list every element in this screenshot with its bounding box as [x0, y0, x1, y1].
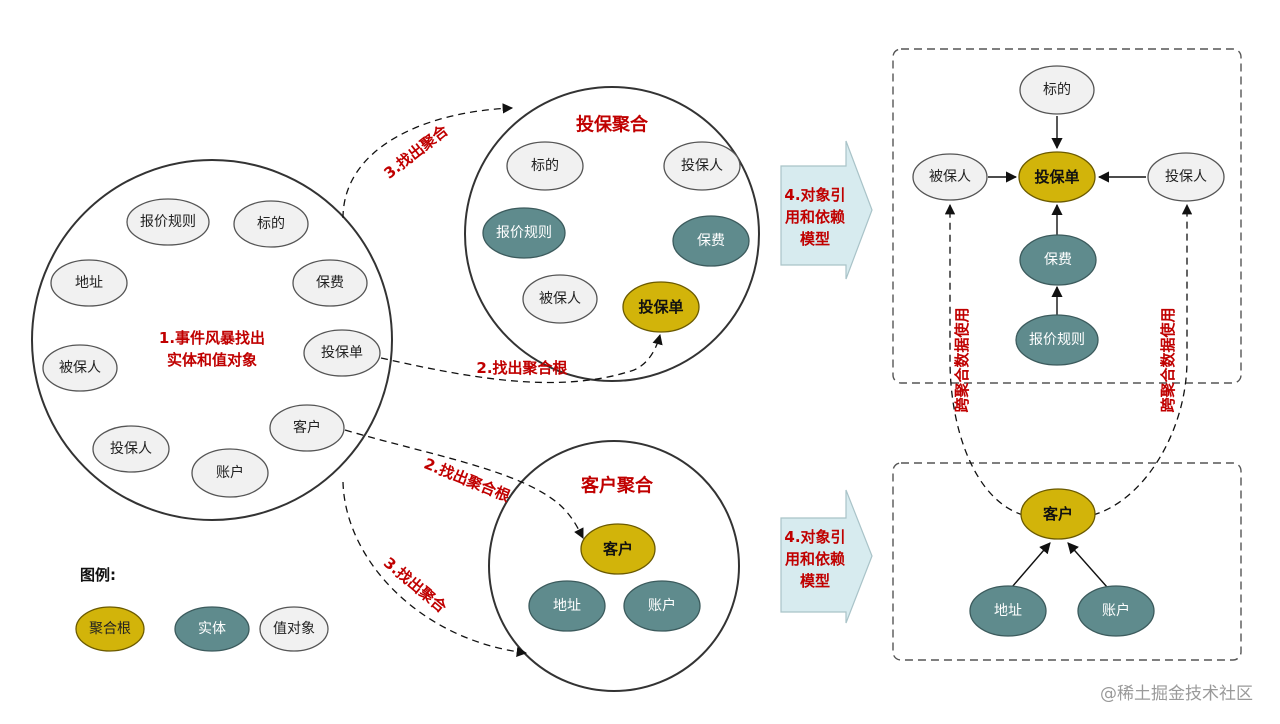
policy-node-biaode: 标的 [506, 141, 584, 191]
policy-model-box [892, 48, 1242, 384]
policy-node-baojiaguize: 报价规则 [482, 207, 566, 259]
event-storm-label-line1: 1.事件风暴找出 [159, 329, 265, 347]
node-label: 投保单 [321, 345, 363, 361]
event-storm-node-baofei: 保费 [292, 259, 368, 307]
event-storm-node-biaode: 标的 [233, 200, 309, 248]
node-label: 投保人 [110, 441, 152, 457]
node-label: 投保人 [1165, 169, 1207, 185]
edge-dizhi-to-kehu [1011, 542, 1051, 588]
model-label-line2: 用和依赖 [785, 208, 845, 226]
model-node-biaode: 标的 [1019, 65, 1095, 115]
node-label: 被保人 [59, 360, 101, 376]
cross-link-right [1092, 203, 1193, 516]
label-find-aggregate-bottom: 3.找出聚合 [380, 554, 451, 617]
label-find-root-top: 2.找出聚合根 [476, 359, 567, 377]
event-storm-node-zhanghu: 账户 [191, 448, 269, 498]
block-arrow-model-top: 4.对象引 用和依赖 模型 [780, 140, 873, 280]
model-node-beibaoren: 被保人 [912, 153, 988, 201]
watermark: @稀土掘金技术社区 [1100, 684, 1253, 704]
node-label: 地址 [994, 603, 1022, 619]
node-label: 被保人 [929, 169, 971, 185]
node-label: 客户 [293, 419, 321, 436]
legend-item-entity: 实体 [174, 606, 250, 652]
connector-find-root-bottom [344, 429, 584, 539]
model-label-line3: 模型 [800, 230, 830, 248]
event-storm-node-toubaodan: 投保单 [303, 329, 381, 377]
node-label: 客户 [602, 540, 633, 558]
policy-node-toubaoren: 投保人 [663, 141, 741, 191]
node-label: 地址 [553, 598, 581, 614]
connector-find-aggregate-top [342, 103, 514, 219]
node-label: 客户 [1042, 505, 1073, 523]
connector-find-root-top [380, 333, 663, 384]
node-label: 报价规则 [1029, 332, 1085, 348]
event-storm-node-beibaoren: 被保人 [42, 344, 118, 392]
node-label: 报价规则 [140, 214, 196, 230]
event-storm-node-kehu: 客户 [269, 404, 345, 452]
node-label: 账户 [648, 597, 676, 614]
model-node-baofei: 保费 [1019, 234, 1097, 286]
model-node-dizhi: 地址 [969, 585, 1047, 637]
customer-node-dizhi: 地址 [528, 580, 606, 632]
model-label-line3: 模型 [800, 572, 830, 590]
legend-title: 图例: [80, 566, 116, 584]
node-label: 账户 [1102, 602, 1130, 619]
node-label: 标的 [1043, 82, 1071, 98]
node-label: 账户 [216, 464, 244, 481]
connector-find-aggregate-bottom [342, 481, 528, 658]
legend-item-value: 值对象 [259, 606, 329, 652]
node-label: 地址 [75, 275, 103, 291]
node-label: 报价规则 [496, 225, 552, 241]
customer-aggregate-title: 客户聚合 [581, 475, 654, 497]
node-label: 标的 [531, 158, 559, 174]
model-node-zhanghu: 账户 [1077, 585, 1155, 637]
label-find-aggregate-top: 3.找出聚合 [380, 121, 452, 183]
model-node-kehu-root: 客户 [1020, 488, 1096, 540]
node-label: 投保单 [1034, 168, 1079, 186]
model-node-baojiaguize: 报价规则 [1015, 314, 1099, 366]
node-label: 被保人 [539, 291, 581, 307]
cross-use-label-left: 跨聚合数据使用 [953, 307, 971, 412]
policy-aggregate-title: 投保聚合 [576, 114, 649, 136]
node-label: 保费 [1044, 252, 1072, 268]
node-label: 保费 [316, 275, 344, 291]
model-node-toubaoren: 投保人 [1147, 152, 1225, 202]
node-label: 投保单 [638, 298, 683, 316]
customer-node-kehu-root: 客户 [580, 523, 656, 575]
node-label: 标的 [257, 216, 285, 232]
model-label-line2: 用和依赖 [785, 550, 845, 568]
legend-label-value: 值对象 [273, 621, 315, 637]
block-arrow-model-bottom: 4.对象引 用和依赖 模型 [780, 489, 873, 624]
label-find-root-bottom: 2.找出聚合根 [421, 455, 512, 506]
legend-label-root: 聚合根 [89, 621, 131, 637]
node-label: 保费 [697, 233, 725, 249]
model-node-toubaodan-root: 投保单 [1018, 151, 1096, 203]
policy-node-toubaodan-root: 投保单 [622, 281, 700, 333]
event-storm-label-line2: 实体和值对象 [167, 351, 257, 369]
legend-label-entity: 实体 [198, 621, 226, 637]
event-storm-node-dizhi: 地址 [50, 259, 128, 307]
model-label-line1: 4.对象引 [784, 528, 845, 546]
policy-node-baofei: 保费 [672, 215, 750, 267]
event-storm-node-baojiaguize: 报价规则 [126, 198, 210, 246]
event-storm-node-toubaoren: 投保人 [92, 425, 170, 473]
cross-use-label-right: 跨聚合数据使用 [1159, 307, 1177, 412]
customer-node-zhanghu: 账户 [623, 580, 701, 632]
cross-link-left [944, 203, 1024, 516]
node-label: 投保人 [681, 158, 723, 174]
legend-item-root: 聚合根 [75, 606, 145, 652]
edge-zhanghu-to-kehu [1067, 542, 1108, 588]
policy-node-beibaoren: 被保人 [522, 274, 598, 324]
model-label-line1: 4.对象引 [784, 186, 845, 204]
